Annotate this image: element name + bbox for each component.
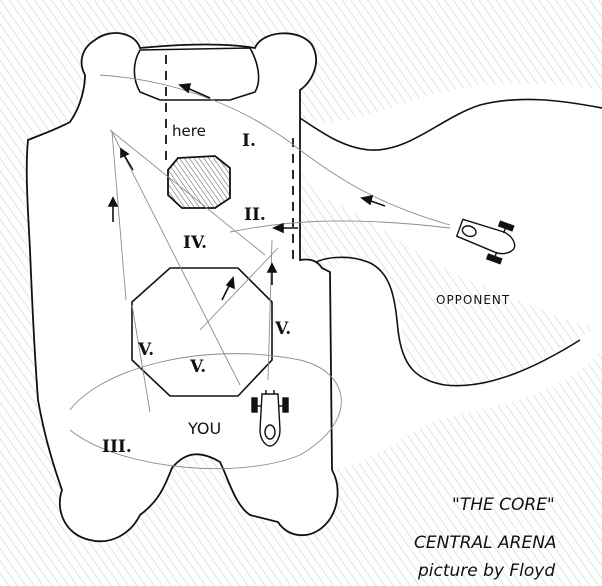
you-label: YOU xyxy=(187,419,221,438)
right-cave-wall xyxy=(307,256,581,387)
here-label: here xyxy=(172,122,206,140)
zone-label-5b: V. xyxy=(189,357,206,377)
caption-subtitle: CENTRAL ARENA xyxy=(414,533,557,553)
octagon-room xyxy=(131,267,273,397)
zone-label-5c: V. xyxy=(274,319,291,339)
direction-arrows xyxy=(107,83,386,301)
player-ship-icon xyxy=(251,390,289,447)
zone-label-2: II. xyxy=(244,205,266,225)
right-cave xyxy=(330,261,602,470)
caption-title: "THE CORE" xyxy=(452,495,555,515)
zone-label-4: IV. xyxy=(183,233,207,253)
zone-label-5a: V. xyxy=(137,340,154,360)
central-pillar xyxy=(167,155,231,209)
zone-label-1: I. xyxy=(242,131,256,151)
corridor-upper-wall xyxy=(299,98,602,151)
caption-credit: picture by Floyd xyxy=(417,561,555,581)
opponent-label: OPPONENT xyxy=(436,293,510,307)
flight-paths xyxy=(69,74,451,470)
corridor-to-opponent xyxy=(300,83,602,330)
opponent-ship-icon xyxy=(455,218,516,265)
zone-label-3: III. xyxy=(102,437,132,457)
